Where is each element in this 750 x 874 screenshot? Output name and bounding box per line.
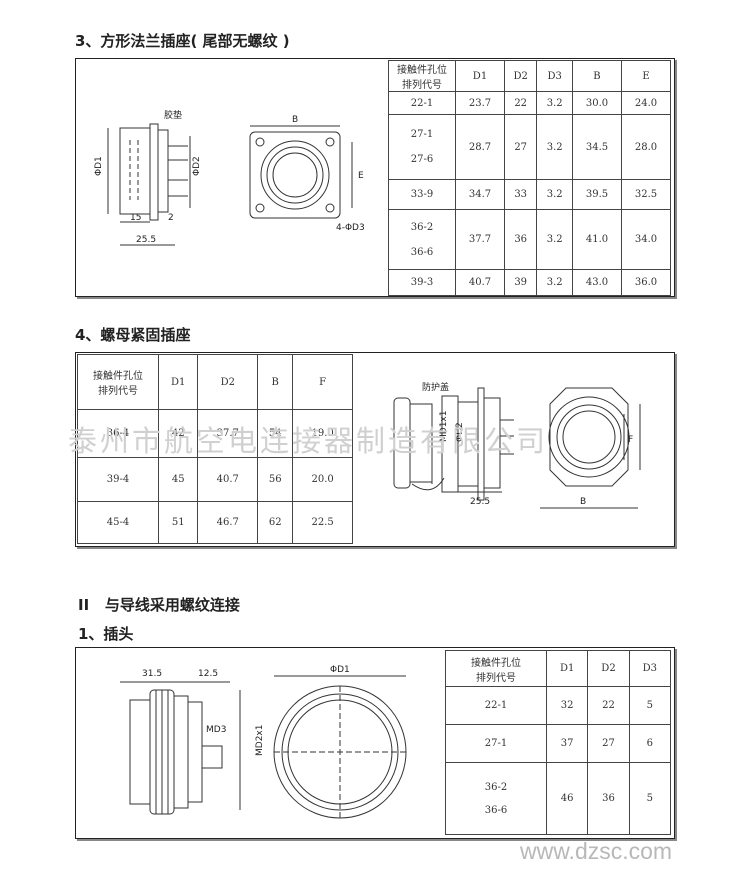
plug-front-view (273, 675, 407, 819)
table-row: 36-2 36-6 46 36 5 (445, 762, 672, 835)
md2-label: MD2x1 (255, 725, 265, 756)
md1-label: MD1x1 (439, 411, 449, 442)
section4-table: 接触件孔位 排列代号 D1 D2 B F 36-4 42 37.7 54 19.… (77, 354, 353, 544)
table-row: 36-2 36-6 37.7 36 3.2 41.0 34.0 (388, 209, 672, 270)
col-header: D2 (197, 354, 259, 410)
col-header: B (571, 60, 622, 92)
col-header: D3 (536, 60, 573, 92)
dim-2-label: 2 (168, 213, 174, 223)
table-row: 39-3 40.7 39 3.2 43.0 36.0 (388, 269, 672, 296)
table-row: 45-4 51 46.7 62 22.5 (77, 501, 353, 544)
table-row: 22-1 23.7 22 3.2 30.0 24.0 (388, 91, 672, 115)
section3-title: 3、方形法兰插座( 尾部无螺纹 ) (75, 32, 290, 50)
col-header: D1 (455, 60, 505, 92)
d2-label: ΦD2 (192, 156, 202, 176)
watermark-url: www.dzsc.com (520, 838, 673, 864)
cap-label: 防护盖 (422, 381, 449, 393)
gasket-label: 胶垫 (164, 109, 182, 121)
col-header: B (257, 354, 294, 410)
dim-255-label: 25.5 (470, 497, 490, 507)
section1-table: 接触件孔位 排列代号 D1 D2 D3 22-1 32 22 5 27-1 37… (445, 650, 672, 835)
d3-label: 4-ΦD3 (336, 223, 365, 233)
dim-315-label: 31.5 (142, 669, 162, 679)
col-header: D1 (545, 650, 589, 687)
section1-title: 1、插头 (78, 625, 134, 643)
plug-side-view (120, 681, 241, 815)
dim-125-label: 12.5 (198, 669, 218, 679)
b-label: B (580, 497, 586, 507)
table-row: 22-1 32 22 5 (445, 686, 672, 725)
e-label: E (358, 171, 364, 181)
f-label: F (628, 435, 633, 445)
square-flange-front-view (249, 125, 353, 219)
section1-drawing: 31.5 12.5 MD3 MD2x1 ΦD1 (120, 665, 407, 819)
col-header: D1 (157, 354, 199, 410)
b-label: B (292, 115, 298, 125)
section3-drawing: 胶垫 ΦD1 ΦD2 15 2 25.5 B E 4-ΦD3 (94, 109, 365, 246)
table-row: 27-1 37 27 6 (445, 724, 672, 763)
table-row: 33-9 34.7 33 3.2 39.5 32.5 (388, 179, 672, 210)
d2-label: ΦD2 (455, 422, 465, 442)
d1-label: ΦD1 (330, 665, 350, 675)
col-header: D3 (628, 650, 672, 687)
section4-header-code: 接触件孔位 排列代号 (77, 354, 159, 410)
md3-label: MD3 (206, 725, 226, 735)
section4-title: 4、螺母紧固插座 (75, 326, 191, 344)
col-header: E (620, 60, 672, 92)
col-header: F (292, 354, 353, 410)
col-header: D2 (587, 650, 630, 687)
section3-table: 接触件孔位 排列代号 D1 D2 D3 B E 22-1 23.7 22 3.2… (388, 60, 672, 296)
section1-header-code: 接触件孔位 排列代号 (445, 650, 547, 687)
nut-receptacle-front-view (540, 387, 641, 509)
d1-label: ΦD1 (94, 156, 104, 176)
dim-255-label: 25.5 (136, 235, 156, 245)
square-flange-side-view (107, 123, 191, 246)
nut-receptacle-side-view (393, 387, 514, 501)
dim-15-label: 15 (130, 213, 141, 223)
table-row: 39-4 45 40.7 56 20.0 (77, 457, 353, 502)
table-row: 27-1 27-6 28.7 27 3.2 34.5 28.0 (388, 114, 672, 180)
section2-title: II 与导线采用螺纹连接 (78, 596, 240, 614)
section4-drawing: 防护盖 MD1x1 ΦD2 25.5 B F (393, 381, 641, 509)
section3-header-code: 接触件孔位 排列代号 (388, 60, 456, 92)
watermark-company: 泰州市航空电连接器制造有限公司 (68, 424, 549, 458)
col-header: D2 (503, 60, 538, 92)
table-row: 36-4 42 37.7 54 19.0 (77, 409, 353, 458)
